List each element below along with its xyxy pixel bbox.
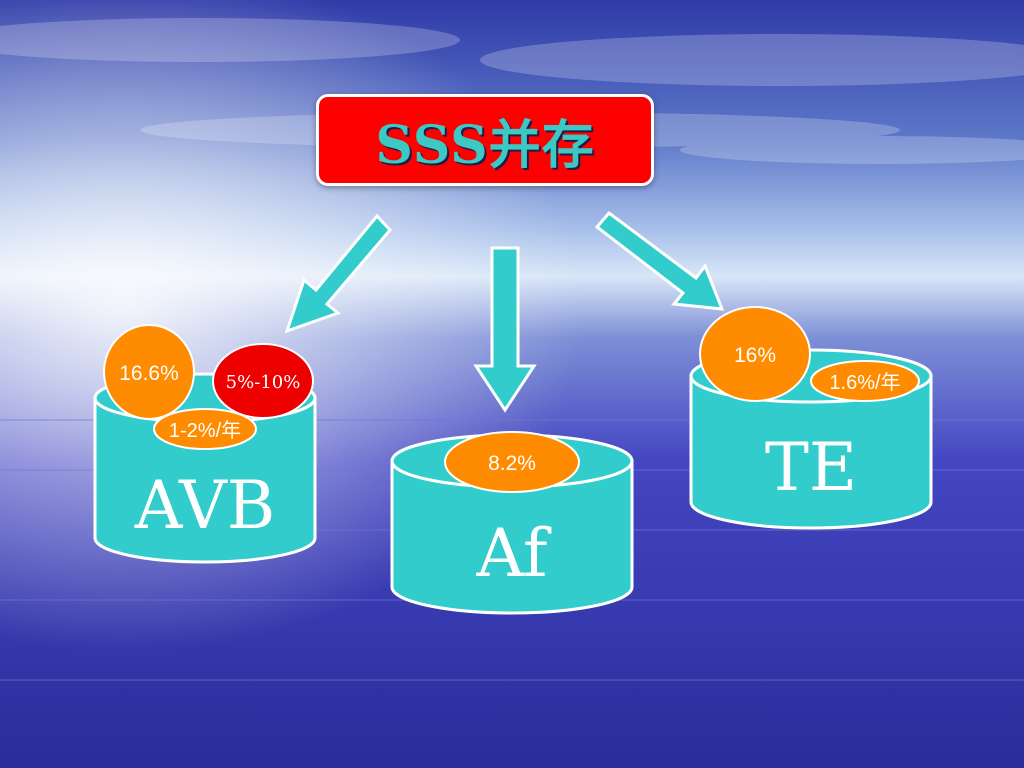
badge-text: 5%-10%: [226, 372, 301, 393]
badge-text: 16%: [734, 344, 776, 367]
arrow-middle: [473, 246, 537, 413]
badge-text: 8.2%: [488, 452, 536, 475]
badge-avb-1-2: 1-2%/年: [153, 408, 257, 450]
badge-te-16: 16%: [699, 306, 811, 402]
page-title: SSS并存: [375, 114, 595, 176]
badge-avb-5-10: 5%-10%: [212, 343, 314, 419]
cylinder-label-te: TE: [765, 429, 857, 506]
title-box: SSS并存: [316, 94, 654, 186]
arrow-left: [284, 213, 393, 334]
badge-text: 1.6%/年: [829, 371, 900, 394]
badge-avb-16-6: 16.6%: [103, 324, 195, 420]
badge-text: 1-2%/年: [169, 419, 241, 442]
cylinder-label-af: Af: [476, 515, 553, 592]
badge-af-8-2: 8.2%: [444, 431, 580, 493]
badge-te-1-6: 1.6%/年: [810, 360, 920, 402]
badge-text: 16.6%: [119, 362, 179, 385]
cylinder-label-avb: AVB: [134, 467, 276, 544]
arrow-right: [594, 210, 725, 311]
